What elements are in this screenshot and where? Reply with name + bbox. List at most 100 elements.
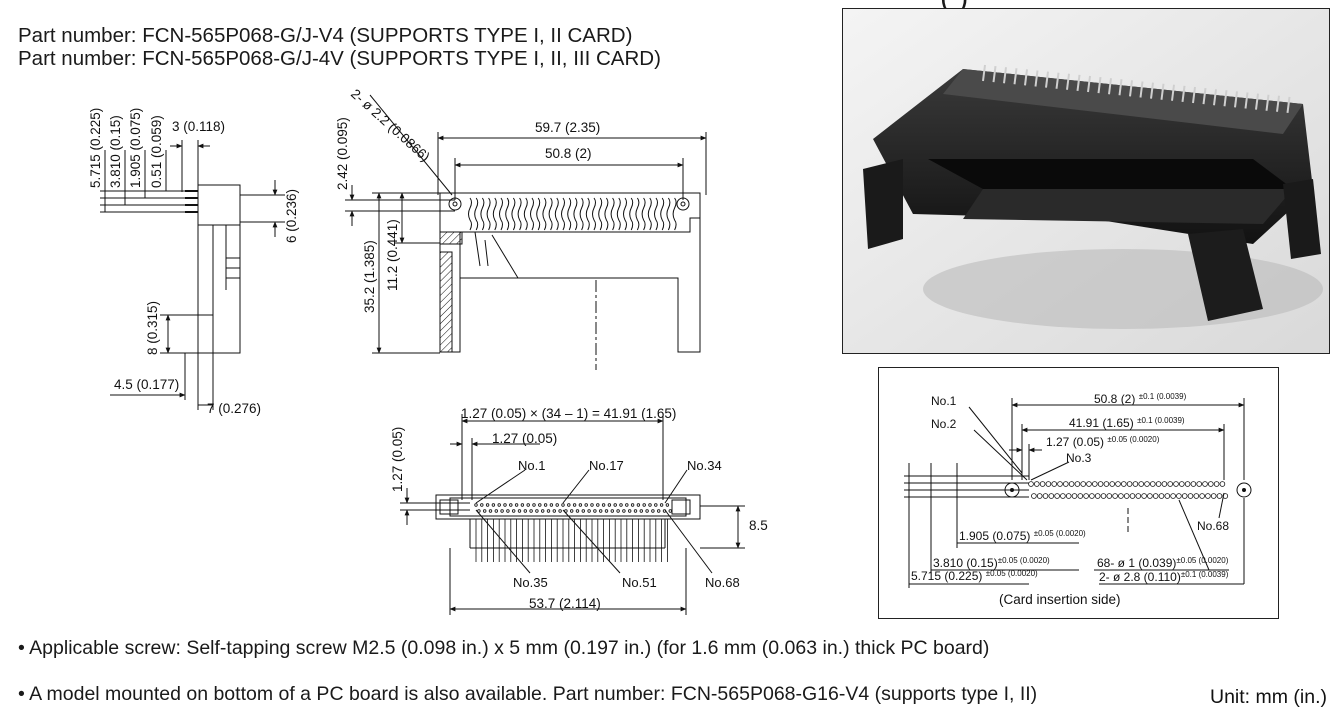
pin-dot	[587, 509, 591, 513]
pin-dot	[584, 503, 588, 507]
top-view	[345, 94, 707, 370]
photo-pin	[1286, 96, 1291, 114]
connector-photo	[842, 8, 1330, 354]
unit-label: Unit: mm (in.)	[1210, 686, 1327, 708]
top-view-pin-field	[468, 197, 677, 231]
pin-dot	[599, 509, 603, 513]
photo-pin	[1234, 91, 1238, 108]
pin-circle	[1170, 493, 1176, 499]
pin-loop	[635, 197, 640, 231]
photo-pin	[1171, 84, 1175, 101]
photo-pin	[1055, 72, 1060, 89]
top-dim-112: 11.2 (0.441)	[385, 219, 400, 291]
detail-no68: No.68	[1197, 519, 1229, 533]
pin-dot	[601, 503, 606, 507]
pin-dot	[500, 509, 504, 513]
pin-dot	[491, 503, 496, 507]
top-dim-242: 2.42 (0.095)	[335, 117, 350, 190]
pin-dot	[642, 503, 646, 507]
top-dim-hole: 2- ø 2.2 (0.0866)	[348, 86, 433, 164]
front-dim-85: 8.5	[749, 518, 768, 533]
pin-circle	[1063, 481, 1069, 487]
pin-loop	[610, 197, 615, 231]
front-label-no1: No.1	[518, 458, 545, 473]
pin-loop	[592, 197, 596, 231]
detail-pin-grid	[1028, 481, 1229, 499]
pin-dot	[558, 509, 562, 513]
pin-circle	[1184, 481, 1191, 487]
pin-circle	[1048, 493, 1055, 499]
pin-loop	[666, 197, 671, 231]
pin-dot	[514, 503, 519, 507]
side-dim-1905: 1.905 (0.075)	[128, 108, 143, 188]
pin-dot	[648, 503, 652, 507]
pin-loop	[629, 197, 634, 231]
photo-pin	[992, 65, 997, 83]
pin-circle	[1187, 493, 1194, 499]
pin-dot	[485, 503, 490, 507]
pin-loop	[561, 197, 565, 231]
pin-dot	[541, 509, 545, 513]
front-dim-pitch: 1.27 (0.05)	[492, 431, 557, 446]
pin-loop	[623, 197, 627, 231]
pin-circle	[1216, 493, 1223, 499]
pin-loop	[542, 197, 547, 231]
detail-dim-68pin: 68- ø 1 (0.039)±0.05 (0.0020)	[1097, 556, 1229, 570]
pin-dot	[474, 503, 478, 507]
photo-pin	[1118, 79, 1123, 96]
pin-dot	[607, 503, 612, 507]
pin-circle	[1144, 481, 1150, 487]
pin-circle	[1138, 481, 1145, 487]
pin-loop	[530, 197, 534, 231]
pin-circle	[1173, 481, 1179, 487]
pin-circle	[1147, 493, 1153, 499]
pin-circle	[1028, 481, 1034, 487]
photo-pin	[1087, 75, 1091, 93]
top-dim-352: 35.2 (1.385)	[362, 240, 377, 313]
pin-dot	[639, 509, 643, 513]
pin-circle	[1176, 493, 1182, 499]
pin-circle	[1045, 481, 1052, 487]
detail-dim-127: 1.27 (0.05) ±0.05 (0.0020)	[1046, 435, 1160, 449]
top-dim-597: 59.7 (2.35)	[535, 120, 600, 135]
pin-dot	[520, 503, 525, 507]
pin-loop	[567, 197, 572, 231]
pin-dot	[506, 509, 510, 513]
detail-caption: (Card insertion side)	[999, 592, 1121, 607]
detail-drawing: No.1 No.2 No.3 No.68 50.8 (2) ±0.1 (0.00…	[904, 392, 1252, 607]
detail-dim-5715: 5.715 (0.225) ±0.05 (0.0020)	[911, 569, 1038, 583]
pin-dot	[651, 509, 655, 513]
pin-dot	[668, 509, 672, 513]
pin-circle	[1164, 493, 1171, 499]
pin-dot	[662, 509, 667, 513]
pin-circle	[1222, 493, 1229, 499]
pin-circle	[1181, 493, 1188, 499]
pin-loop	[523, 197, 528, 231]
side-dim-8: 8 (0.315)	[145, 301, 160, 355]
side-dim-5715: 5.715 (0.225)	[88, 108, 103, 188]
pin-loop	[579, 197, 584, 231]
pin-circle	[1123, 493, 1130, 499]
detail-no1: No.1	[931, 394, 957, 408]
pin-dot	[570, 509, 574, 513]
front-label-no34: No.34	[687, 458, 722, 473]
pin-dot	[610, 509, 614, 513]
photo-pin	[1244, 92, 1249, 109]
pin-loop	[505, 197, 510, 231]
pin-dot	[596, 503, 600, 507]
pin-loop	[647, 197, 652, 231]
photo-pin	[1003, 67, 1007, 84]
pin-loop	[536, 197, 541, 231]
pin-dot	[523, 509, 527, 513]
front-view	[400, 414, 745, 615]
detail-no2: No.2	[931, 417, 957, 431]
pin-circle	[1155, 481, 1162, 487]
pin-dot	[503, 503, 507, 507]
pin-loop	[499, 197, 503, 231]
pin-dot	[659, 503, 664, 507]
pin-dot	[552, 509, 556, 513]
pin-circle	[1196, 481, 1203, 487]
photo-pin	[1066, 73, 1070, 90]
pin-circle	[1083, 493, 1089, 499]
photo-pin	[982, 64, 986, 82]
